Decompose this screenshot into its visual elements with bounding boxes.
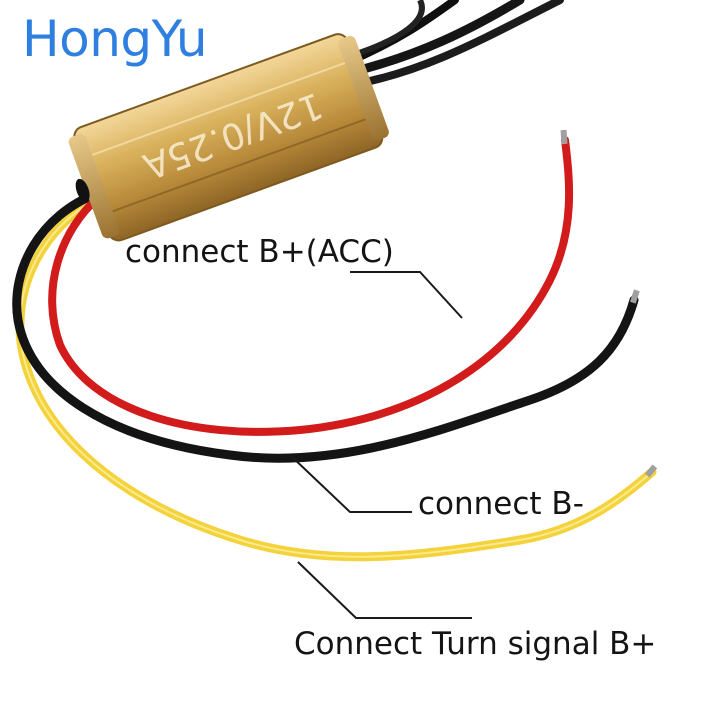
leader-lines — [289, 271, 472, 619]
leader-turn — [297, 561, 472, 619]
yellow-wire — [15, 195, 657, 562]
leader-gnd — [289, 454, 412, 513]
label-yellow-wire: Connect Turn signal B+ — [294, 626, 657, 662]
leader-acc — [350, 271, 463, 319]
label-red-wire: connect B+(ACC) — [125, 234, 394, 270]
red-wire — [48, 136, 574, 436]
label-black-wire: connect B- — [418, 486, 584, 522]
module-case: 12V/0.25A — [68, 33, 389, 242]
brand-logo-text: HongYu — [22, 10, 208, 68]
black-wire — [12, 188, 639, 463]
wire-tips — [560, 129, 658, 478]
input-cables — [344, 0, 564, 88]
